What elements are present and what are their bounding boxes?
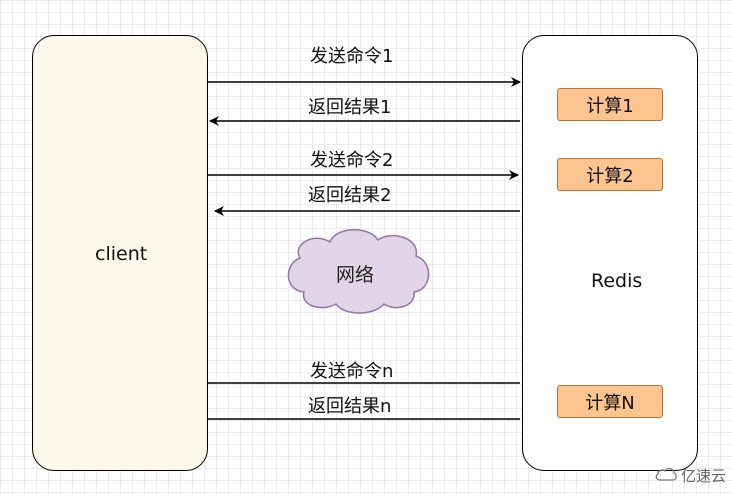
calc-box-1: 计算1 [557, 88, 663, 121]
redis-label: Redis [591, 270, 643, 292]
watermark-text: 亿速云 [680, 467, 726, 485]
return-label-2: 返回结果2 [308, 185, 392, 206]
client-node [32, 35, 208, 471]
send-label-2: 发送命令2 [310, 150, 394, 171]
return-label-n: 返回结果n [308, 396, 392, 417]
send-label-n: 发送命令n [310, 361, 394, 382]
cloud-logo-icon [655, 467, 677, 485]
send-label-1: 发送命令1 [310, 46, 394, 67]
return-label-1: 返回结果1 [308, 97, 392, 118]
calc-box-2: 计算2 [557, 158, 663, 191]
network-cloud [287, 229, 430, 314]
watermark: 亿速云 [655, 465, 726, 486]
network-label: 网络 [336, 264, 375, 286]
calc-box-n: 计算N [557, 385, 663, 418]
client-label: client [95, 243, 148, 265]
